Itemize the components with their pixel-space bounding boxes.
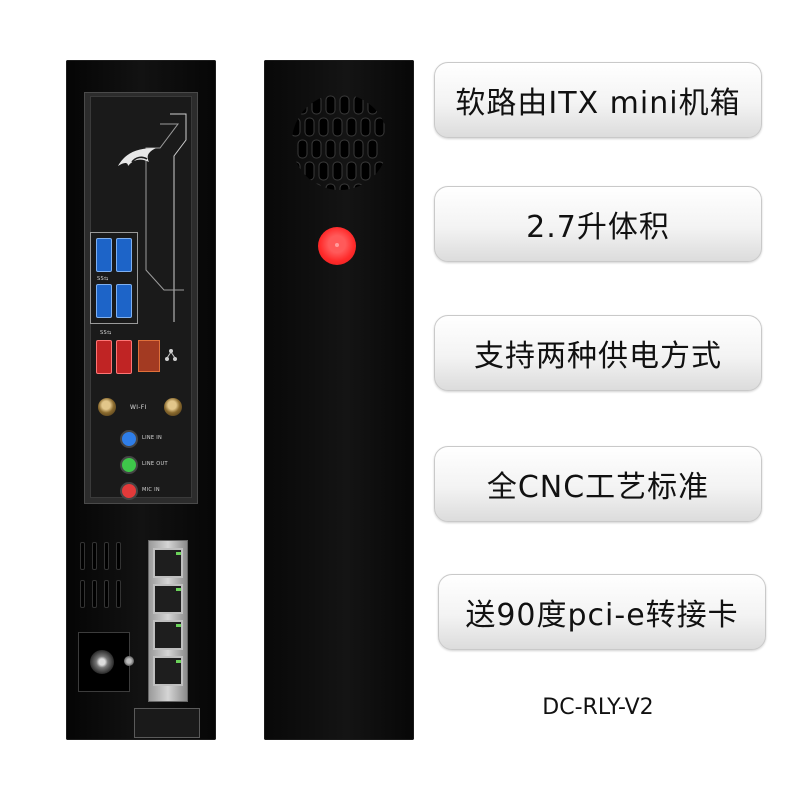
ethernet-port bbox=[153, 584, 183, 614]
feature-label: 2.7升体积 bbox=[526, 210, 670, 245]
io-decor-lines bbox=[145, 113, 187, 322]
feature-label: 全CNC工艺标准 bbox=[486, 470, 710, 505]
pcie-riser-bracket bbox=[134, 708, 200, 738]
port-led bbox=[176, 624, 181, 627]
feature-pill-2: 2.7升体积 bbox=[434, 186, 762, 262]
port-led bbox=[176, 588, 181, 591]
usb-badge-bottom: SS⇆ bbox=[100, 330, 112, 336]
usb31-port bbox=[96, 340, 112, 374]
port-led bbox=[176, 660, 181, 663]
port-led bbox=[176, 552, 181, 555]
feature-pill-1: 软路由ITX mini机箱 bbox=[434, 62, 762, 138]
line-out-jack bbox=[120, 456, 138, 474]
feature-pill-5: 送90度pci-e转接卡 bbox=[438, 574, 766, 650]
mic-in-jack bbox=[120, 482, 138, 500]
usb3-frame bbox=[90, 232, 138, 324]
usb3-port bbox=[96, 284, 112, 318]
usb3-port bbox=[116, 238, 132, 272]
usb-badge-top: SS⇆ bbox=[97, 276, 109, 282]
feature-pill-4: 全CNC工艺标准 bbox=[434, 446, 762, 522]
wifi-antenna-connector bbox=[164, 398, 182, 416]
network-icon bbox=[165, 349, 177, 361]
rog-logo-icon bbox=[118, 148, 156, 166]
rear-vent bbox=[78, 542, 134, 614]
power-led-icon bbox=[335, 243, 339, 247]
wifi-antenna-connector bbox=[98, 398, 116, 416]
onboard-lan-port bbox=[138, 340, 160, 372]
mic-in-label: MIC IN bbox=[142, 487, 160, 493]
feature-label: 支持两种供电方式 bbox=[474, 339, 722, 374]
screw-icon bbox=[124, 656, 134, 666]
feature-label: 送90度pci-e转接卡 bbox=[465, 598, 739, 633]
line-in-jack bbox=[120, 430, 138, 448]
feature-label: 软路由ITX mini机箱 bbox=[455, 86, 741, 121]
usb3-port bbox=[96, 238, 112, 272]
usb3-port bbox=[116, 284, 132, 318]
line-in-label: LINE IN bbox=[142, 435, 163, 441]
wifi-label: WI-FI bbox=[130, 404, 147, 411]
usb31-port bbox=[116, 340, 132, 374]
model-number: DC-RLY-V2 bbox=[542, 695, 654, 720]
dc-power-jack bbox=[90, 650, 114, 674]
line-out-label: LINE OUT bbox=[142, 461, 168, 467]
fan-grill-icon bbox=[292, 95, 385, 190]
feature-pill-3: 支持两种供电方式 bbox=[434, 315, 762, 391]
